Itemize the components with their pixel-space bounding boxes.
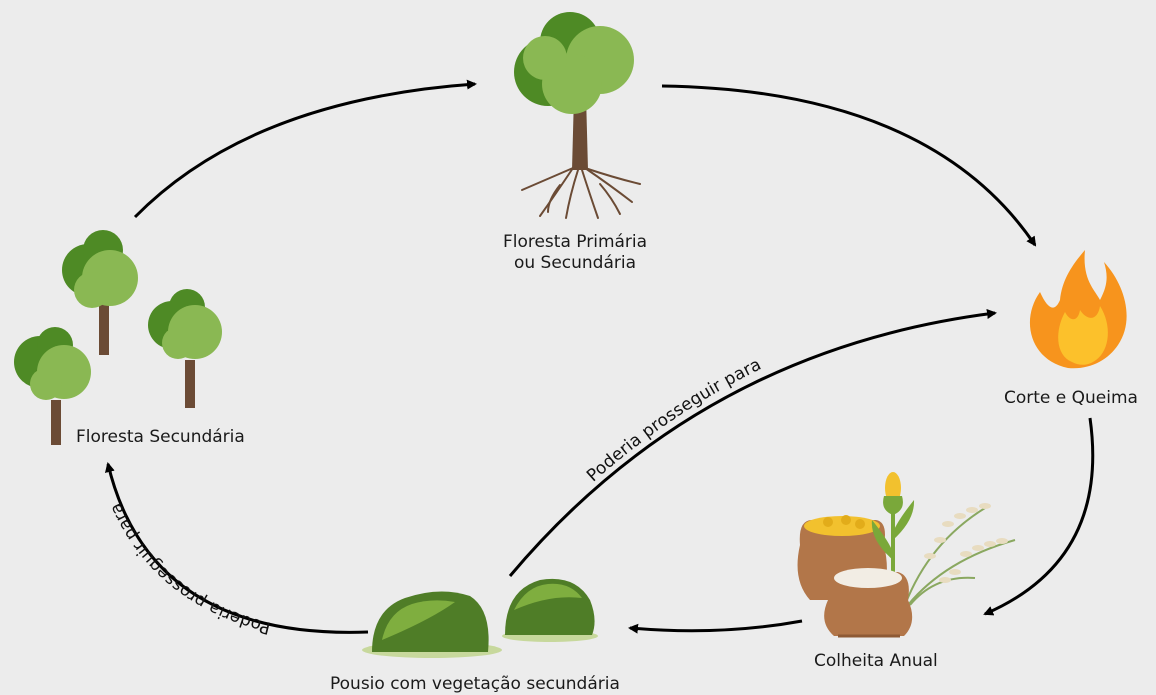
slash-burn-label: Corte e Queima <box>1004 388 1138 408</box>
edge-label-fallow-to-secondary: Poderia prosseguir para <box>106 500 273 638</box>
fallow-label: Pousio com vegetação secundária <box>330 674 620 694</box>
harvest-icon <box>797 472 1016 638</box>
annual-harvest-label: Colheita Anual <box>814 651 938 671</box>
arrow-fallow-to-secondary <box>104 462 369 634</box>
edge-label-fallow-to-burn: Poderia prosseguir para <box>583 355 764 486</box>
secondary-forest-trees-icon <box>14 230 222 445</box>
arrow-fallow-to-burn <box>508 309 997 577</box>
flame-icon <box>1029 250 1127 369</box>
primary-forest-tree-icon <box>514 12 641 219</box>
arrow-burn-to-harvest <box>983 417 1095 616</box>
secondary-forest-label: Floresta Secundária <box>76 427 245 447</box>
primary-forest-label-line2: ou Secundária <box>513 253 637 273</box>
arrow-primary-to-burn <box>661 84 1037 247</box>
primary-forest-label: Floresta Primária ou Secundária <box>490 232 660 274</box>
fallow-bushes-icon <box>362 578 598 658</box>
primary-forest-label-line1: Floresta Primária <box>502 232 648 252</box>
arrow-harvest-to-fallow <box>628 619 803 634</box>
arrow-secondary-to-primary <box>133 79 477 219</box>
